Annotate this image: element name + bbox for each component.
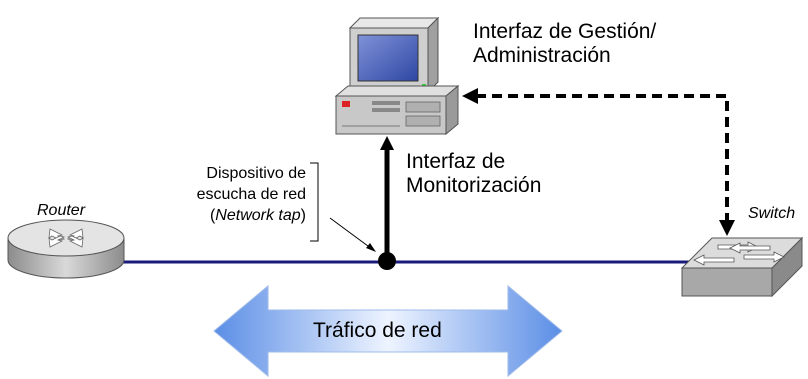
tap-label-line2: escucha de red <box>196 185 306 203</box>
router-label: Router <box>37 202 86 219</box>
tap-node-icon <box>378 252 396 270</box>
tap-label-line3: (Network tap) <box>160 206 306 227</box>
computer-icon <box>334 16 460 136</box>
monitoring-interface-label: Interfaz de Monitorización <box>406 150 541 198</box>
monitoring-interface-line2: Monitorización <box>406 174 542 198</box>
tap-label-network-tap: Network tap <box>215 206 301 224</box>
monitoring-link <box>380 136 394 258</box>
management-interface-label: Interfaz de Gestión/ Administración <box>473 20 656 68</box>
management-interface-line2: Administración <box>473 44 611 68</box>
switch-label: Switch <box>748 205 796 222</box>
tap-label-open-paren: ( <box>209 206 216 224</box>
tap-callout <box>310 162 376 252</box>
management-link <box>462 88 735 236</box>
tap-label-line1: Dispositivo de <box>206 165 306 182</box>
monitoring-interface-line1: Interfaz de <box>406 150 506 173</box>
switch-icon <box>680 236 804 298</box>
management-interface-line1: Interfaz de Gestión/ <box>473 20 657 43</box>
tap-label: Dispositivo de escucha de red (Network t… <box>160 164 306 226</box>
traffic-arrow <box>213 284 563 378</box>
tap-label-close-paren: ) <box>300 206 306 224</box>
traffic-label: Tráfico de red <box>313 319 442 342</box>
router-icon <box>7 219 125 279</box>
